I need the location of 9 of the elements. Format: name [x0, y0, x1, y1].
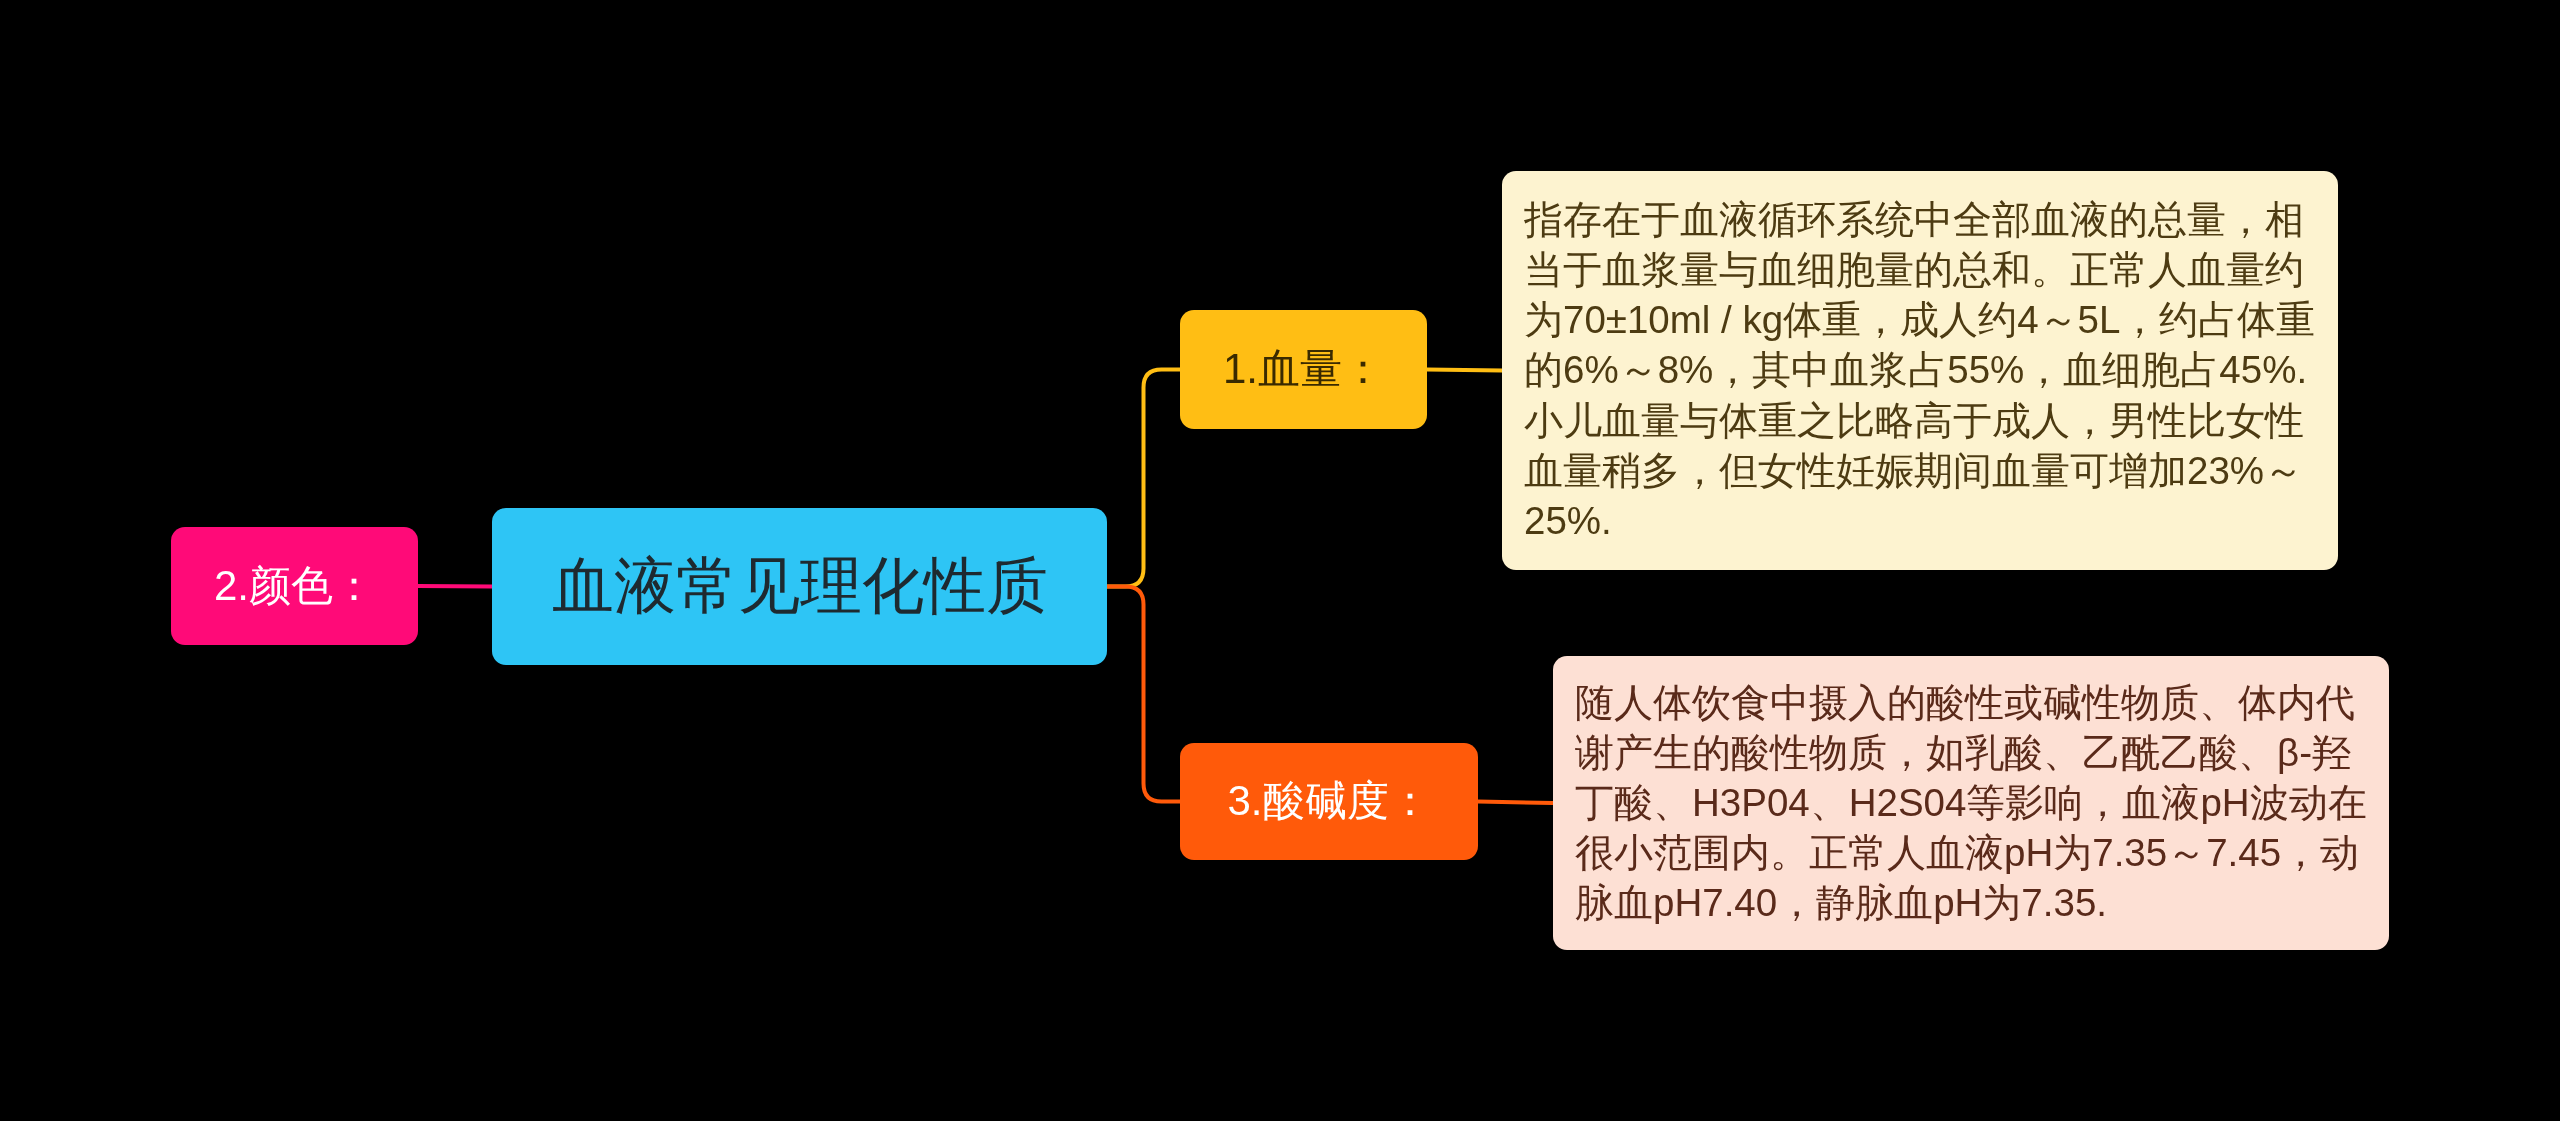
topic-box: 1.血量：	[1180, 310, 1427, 429]
connector-line	[1477, 799, 1554, 805]
detail-box: 随人体饮食中摄入的酸性或碱性物质、体内代谢产生的酸性物质，如乳酸、乙酰乙酸、β-羟丁酸、H3P04、H2S04等影响，血液pH波动在很小范围内。正常人血液pH为7.35～7.45，动脉血pH7.40，静脉血pH为7.35.	[1553, 656, 2389, 950]
root-topic-box: 血液常见理化性质	[492, 508, 1107, 665]
detail-box: 指存在于血液循环系统中全部血液的总量，相当于血浆量与血细胞量的总和。正常人血量约为70±10ml / kg体重，成人约4～5L，约占体重的6%～8%，其中血浆占55%，血细胞占45%.小儿血量与体重之比略高于成人，男性比女性血量稍多，但女性妊娠期间血量可增加23%～25%.	[1502, 171, 2338, 570]
connector-line	[418, 584, 492, 589]
topic-box: 2.颜色：	[171, 527, 418, 645]
topic-box: 3.酸碱度：	[1180, 743, 1478, 860]
connector-line	[1426, 367, 1503, 373]
